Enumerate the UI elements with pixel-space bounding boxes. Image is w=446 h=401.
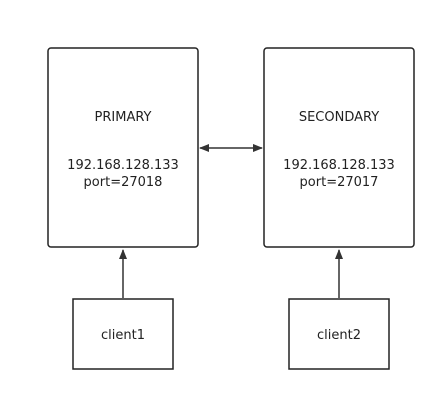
primary-role-label: PRIMARY xyxy=(95,110,152,125)
client2-label: client2 xyxy=(317,328,361,343)
client1-node-box xyxy=(72,298,174,370)
primary-ip-label: 192.168.128.133 xyxy=(67,158,179,173)
secondary-node: SECONDARY 192.168.128.133 port=27017 xyxy=(263,47,415,248)
primary-node-box xyxy=(47,47,199,248)
client1-node: client1 xyxy=(72,298,174,370)
primary-node: PRIMARY 192.168.128.133 port=27018 xyxy=(47,47,199,248)
primary-port-label: port=27018 xyxy=(84,175,163,190)
secondary-role-label: SECONDARY xyxy=(299,110,379,125)
secondary-port-label: port=27017 xyxy=(300,175,379,190)
secondary-node-box xyxy=(263,47,415,248)
client1-label: client1 xyxy=(101,328,145,343)
secondary-ip-label: 192.168.128.133 xyxy=(283,158,395,173)
client2-node-box xyxy=(288,298,390,370)
client2-node: client2 xyxy=(288,298,390,370)
